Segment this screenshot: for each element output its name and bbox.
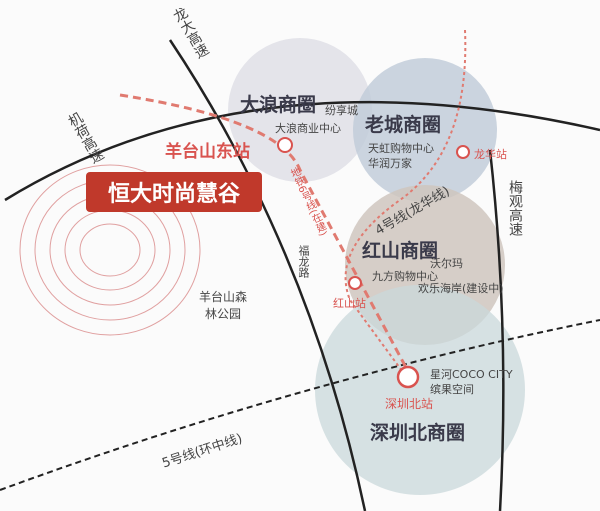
place: 华润万家 (368, 157, 412, 170)
place: 欢乐海岸(建设中) (418, 282, 504, 295)
station-label: 羊台山东站 (165, 142, 250, 162)
road-label: 梅观高速 (507, 180, 523, 236)
district-name: 老城商圈 (365, 114, 442, 136)
station-icon (456, 145, 470, 159)
laocheng-zone (353, 58, 497, 202)
park-label: 羊台山森林公园 (198, 290, 247, 321)
dalang-zone (228, 38, 372, 182)
station-label: 深圳北站 (385, 397, 434, 411)
station-label: 红山站 (333, 297, 366, 310)
place: 纷享城 (325, 104, 358, 117)
station-label: 龙华站 (474, 148, 507, 161)
station-icon (396, 365, 420, 389)
district-name: 大浪商圈 (240, 94, 317, 116)
jihe-expressway (4, 100, 600, 202)
line-5 (0, 319, 600, 491)
longda-expressway (168, 39, 367, 511)
place: 缤果空间 (430, 383, 474, 396)
place: 沃尔玛 (430, 257, 463, 270)
district-name: 深圳北商圈 (370, 422, 466, 444)
meiguan-expressway (488, 149, 505, 511)
line-4 (344, 29, 467, 376)
place: 天虹购物中心 (368, 142, 434, 155)
place: 大浪商业中心 (275, 122, 341, 135)
road-label: 福龙路 (297, 245, 310, 278)
station-icon (348, 276, 362, 290)
shenzhenbei-zone (315, 285, 525, 495)
place: 九方购物中心 (372, 270, 438, 283)
station-icon (277, 137, 293, 153)
place: 星河COCO CITY (430, 368, 513, 381)
district-name: 红山商圈 (362, 240, 439, 262)
line-6 (119, 93, 412, 376)
project-label: 恒大时尚慧谷 (86, 172, 262, 212)
